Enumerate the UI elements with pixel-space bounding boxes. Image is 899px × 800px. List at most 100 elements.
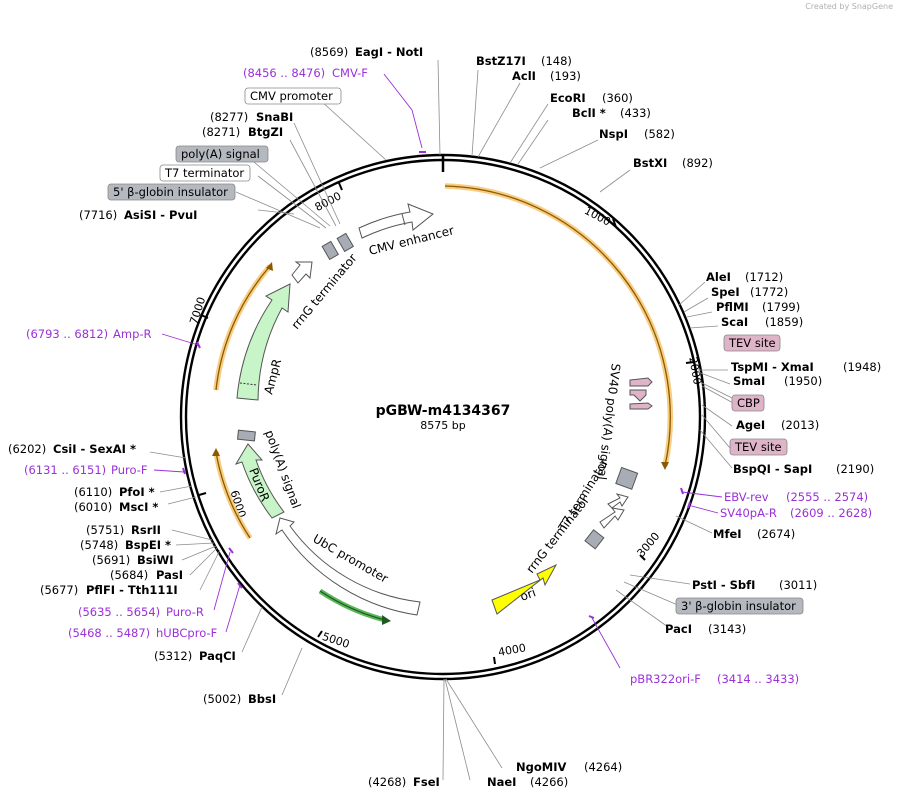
enz-pflfi-tth111i: PflFI - Tth111I <box>86 583 178 597</box>
enz-bsiwi: BsiWI <box>137 553 174 567</box>
primer-range-cmv-f: (8456 .. 8476) <box>243 66 325 80</box>
orf-arc-left-lower <box>212 448 253 540</box>
five-prime-insulator-label: 5' β-globin insulator <box>113 185 228 199</box>
enz-scai: ScaI <box>721 315 748 329</box>
cmv-promoter-label: CMV promoter <box>250 89 333 103</box>
t7-terminator-label: T7 terminator <box>164 166 244 180</box>
enz-pos-mfei: (2674) <box>757 527 795 541</box>
cbp-label: CBP <box>737 396 760 410</box>
enz-pos-bcli: (433) <box>620 106 651 120</box>
primer-sv40pa-r: SV40pA-R <box>720 506 777 520</box>
rrng-terminator-box-right <box>584 529 605 550</box>
ubc-green-arrowhead <box>382 615 391 625</box>
enz-pos-csii: (6202) <box>8 442 46 456</box>
cbp-box <box>731 394 765 412</box>
enz-pos-ngomiv: (4264) <box>584 760 622 774</box>
plasmid-size: 8575 bp <box>420 419 465 432</box>
tick-2000 <box>685 361 695 364</box>
tick-7000 <box>200 314 209 319</box>
orf-arc-left-upper <box>213 262 273 391</box>
enz-agei: AgeI <box>736 418 765 432</box>
primer-puro-r: Puro-R <box>166 605 204 619</box>
tev-site-marker-1 <box>629 377 653 387</box>
t7-terminator-arrow-right-2 <box>607 493 629 509</box>
enz-pos-naei: (4266) <box>530 775 568 789</box>
tev-site-box-2 <box>729 438 788 456</box>
tick-label-4000: 4000 <box>497 641 527 659</box>
five-prime-insulator-box <box>107 183 236 201</box>
rrng-terminator-arrow <box>291 261 313 284</box>
enz-rsrii: RsrII <box>131 523 161 537</box>
enz-bspei: BspEI * <box>125 538 171 552</box>
primer-puro-f: Puro-F <box>111 463 148 477</box>
polya-signal-label: poly(A) signal <box>181 147 260 161</box>
enz-pos-agei: (2013) <box>781 418 819 432</box>
enz-bcli: BclI * <box>572 106 606 120</box>
tev-site-label-1: TEV site <box>728 336 776 350</box>
enz-pos-ecori: (360) <box>602 91 633 105</box>
enz-mfei: MfeI <box>713 527 742 541</box>
enz-pos-asisi: (7716) <box>79 208 117 222</box>
tick-3000 <box>639 554 646 561</box>
enz-pos-fsei: (4268) <box>368 775 406 789</box>
enz-pos-bsiwi: (5691) <box>92 553 130 567</box>
tev-site-label-2: TEV site <box>734 440 782 454</box>
enz-pos-rsrii: (5751) <box>86 523 124 537</box>
enz-pos-pflmi: (1799) <box>762 300 800 314</box>
tick-marks <box>198 182 695 665</box>
ampr-arrow <box>236 283 291 401</box>
tick-6000 <box>198 492 207 496</box>
enz-pos-acli: (193) <box>550 69 581 83</box>
primer-range-puro-f: (6131 .. 6151) <box>24 463 106 477</box>
primer-range-ebv-rev: (2555 .. 2574) <box>786 490 868 504</box>
enz-pos-paci: (3143) <box>708 622 746 636</box>
three-prime-insulator-box <box>675 597 804 615</box>
enz-ecori: EcoRI <box>550 91 586 105</box>
enz-pos-bspqi: (2190) <box>836 462 874 476</box>
cmv-promoter-box <box>244 87 342 105</box>
enz-pos-pflfi: (5677) <box>40 583 78 597</box>
enz-pasi: PasI <box>156 568 183 582</box>
primer-cmv-f: CMV-F <box>332 66 368 80</box>
tev-site-box-1 <box>723 334 781 352</box>
feature-label-sv40-polya: SV40 poly(A) signal <box>595 363 623 481</box>
tev-site-marker-2 <box>629 402 653 410</box>
primer-pbr322ori-f: pBR322ori-F <box>630 672 701 686</box>
sv40-polya-box <box>615 466 639 490</box>
ampr-dashed <box>239 382 258 386</box>
enz-bbsi: BbsI <box>248 692 276 706</box>
enz-smai: SmaI <box>733 374 765 388</box>
primer-amp-r: Amp-R <box>113 327 152 341</box>
primer-range-amp-r: (6793 .. 6812) <box>26 327 108 341</box>
enz-paqci: PaqCI <box>199 649 236 663</box>
polya-signal-box <box>175 145 269 163</box>
enz-psti-sbfi: PstI - SbfI <box>692 578 755 592</box>
enz-pflmi: PflMI <box>716 300 749 314</box>
primer-ebv-rev: EBV-rev <box>724 490 769 504</box>
orf-arc-right <box>444 183 674 470</box>
enz-snabi: SnaBI <box>256 110 293 124</box>
primer-leaders <box>153 73 723 669</box>
credit-text: Created by SnapGene <box>805 2 893 11</box>
enz-paci: PacI <box>665 622 692 636</box>
cmv-enhancer-arrow <box>358 203 434 239</box>
enz-bspqi-sapi: BspQI - SapI <box>733 462 812 476</box>
enz-pos-bbsi: (5002) <box>203 692 241 706</box>
enz-naei: NaeI <box>487 775 516 789</box>
enz-pos-bstz17i: (148) <box>541 54 572 68</box>
enz-eagi-noti: EagI - NotI <box>355 45 423 59</box>
tick-4000 <box>493 656 496 665</box>
ubc-promoter-arrow <box>275 517 421 616</box>
enz-alei: AleI <box>706 270 731 284</box>
rrng-terminator-box-1 <box>321 240 340 261</box>
enz-csii-sexai: CsiI - SexAI * <box>53 442 136 456</box>
enz-pos-bstxi: (892) <box>682 156 713 170</box>
enz-pos-bspei: (5748) <box>80 538 118 552</box>
enz-btgzi: BtgZI <box>248 125 283 139</box>
tick-label-1000: 1000 <box>582 204 613 229</box>
three-prime-insulator-label: 3' β-globin insulator <box>681 599 796 613</box>
cmv-enhancer-divider <box>401 213 406 226</box>
t7-terminator-box <box>159 164 251 182</box>
tick-label-5000: 5000 <box>321 630 352 651</box>
